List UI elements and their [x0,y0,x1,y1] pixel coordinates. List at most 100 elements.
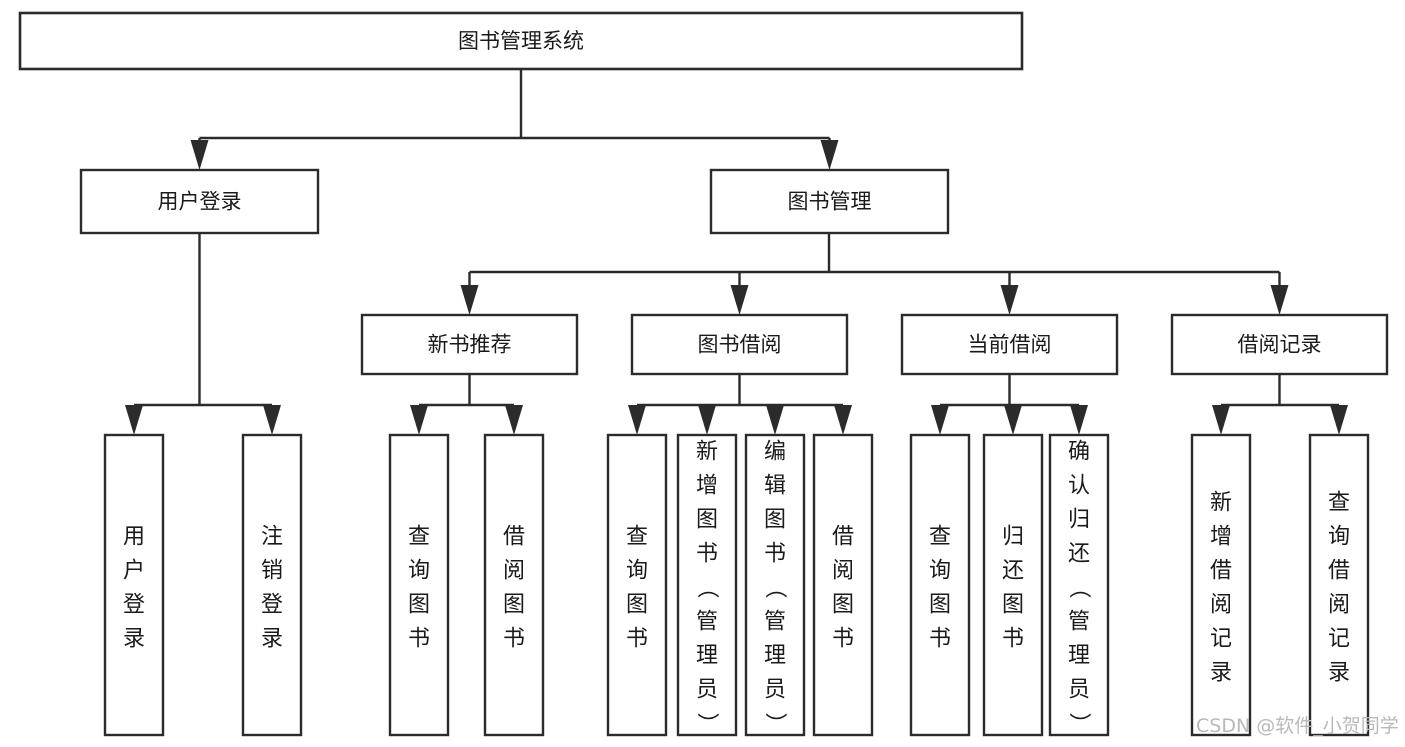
svg-text:增: 增 [696,474,718,499]
leaf-node-5[interactable] [676,433,738,737]
svg-text:图: 图 [503,593,525,618]
svg-text:新: 新 [696,440,718,465]
arrow-down-icon [628,405,646,435]
svg-text:录: 录 [1328,661,1350,686]
leaf-node-0[interactable] [103,433,165,737]
svg-text:员: 员 [1068,678,1090,703]
svg-text:录: 录 [123,627,145,652]
svg-text:询: 询 [408,559,430,584]
svg-text:管: 管 [696,610,718,635]
leaf-node-6[interactable] [744,433,806,737]
arrow-down-icon [125,405,143,435]
svg-text:图: 图 [929,593,951,618]
svg-text:录: 录 [261,627,283,652]
svg-text:查: 查 [929,525,951,550]
svg-text:）: ） [694,713,719,735]
svg-text:户: 户 [123,559,145,584]
level3-node-0-label: 新书推荐 [428,333,512,357]
leaf-node-12[interactable] [1308,433,1370,737]
root-node-label: 图书管理系统 [458,29,584,53]
arrow-down-icon [460,285,479,315]
arrow-down-icon [410,405,428,435]
arrow-down-icon [1004,405,1022,435]
level3-node-0[interactable] [360,313,579,376]
arrow-down-icon [698,405,716,435]
leaf-node-3[interactable] [483,433,545,737]
level2-node-1[interactable] [709,168,950,235]
svg-text:理: 理 [696,644,718,669]
arrow-down-icon [1212,405,1230,435]
leaf-node-0-label: 用户登录 [123,525,145,652]
leaf-node-1[interactable] [241,433,303,737]
level3-node-3[interactable] [1170,313,1389,376]
arrow-down-icon [730,285,749,315]
level3-node-3-label: 借阅记录 [1238,333,1322,357]
leaf-node-8[interactable] [909,433,971,737]
svg-text:（: （ [1066,577,1091,599]
leaf-node-9[interactable] [982,433,1044,737]
level3-node-2-label: 当前借阅 [968,333,1052,357]
svg-text:归: 归 [1068,508,1090,533]
leaf-node-7[interactable] [812,433,874,737]
leaf-node-2[interactable] [388,433,450,737]
svg-text:还: 还 [1068,542,1090,567]
svg-text:用: 用 [123,525,145,550]
connector-layer [125,69,1348,435]
svg-text:）: ） [762,713,787,735]
svg-text:书: 书 [1002,627,1024,652]
svg-text:确: 确 [1068,440,1090,465]
level3-node-1[interactable] [630,313,849,376]
watermark-layer: CSDN @软件_小贺同学 [1196,715,1399,737]
arrow-down-icon [505,405,523,435]
svg-text:管: 管 [764,610,786,635]
svg-text:管: 管 [1068,610,1090,635]
root-node[interactable] [18,11,1024,71]
svg-text:归: 归 [1002,525,1024,550]
svg-text:）: ） [1066,713,1091,735]
svg-text:书: 书 [408,627,430,652]
leaf-node-10[interactable] [1048,433,1110,737]
leaf-node-11[interactable] [1190,433,1252,737]
arrow-down-icon [263,405,281,435]
leaf-node-4[interactable] [606,433,668,737]
node-label-layer: 图书管理系统用户登录图书管理新书推荐图书借阅当前借阅借阅记录用户登录注销登录查询… [123,29,1350,735]
svg-text:询: 询 [1328,525,1350,550]
svg-text:查: 查 [1328,491,1350,516]
arrow-down-icon [1270,285,1289,315]
svg-text:理: 理 [1068,644,1090,669]
svg-text:（: （ [762,577,787,599]
svg-text:阅: 阅 [832,559,854,584]
svg-text:图: 图 [832,593,854,618]
arrow-down-icon [190,140,209,170]
level3-node-2[interactable] [900,313,1119,376]
svg-text:阅: 阅 [1210,593,1232,618]
svg-text:记: 记 [1328,627,1350,652]
svg-text:编: 编 [764,440,786,465]
svg-text:借: 借 [832,525,854,550]
svg-text:借: 借 [503,525,525,550]
level2-node-1-label: 图书管理 [788,190,872,214]
arrow-down-icon [1000,285,1019,315]
svg-text:销: 销 [261,559,283,584]
svg-text:增: 增 [1210,525,1232,550]
svg-text:书: 书 [696,542,718,567]
svg-text:登: 登 [261,593,283,618]
level2-node-0[interactable] [79,168,320,235]
svg-text:阅: 阅 [1328,593,1350,618]
svg-text:员: 员 [696,678,718,703]
csdn-watermark: CSDN @软件_小贺同学 [1196,715,1399,737]
svg-text:询: 询 [626,559,648,584]
svg-text:图: 图 [696,508,718,533]
arrow-down-icon [766,405,784,435]
svg-text:注: 注 [261,525,283,550]
